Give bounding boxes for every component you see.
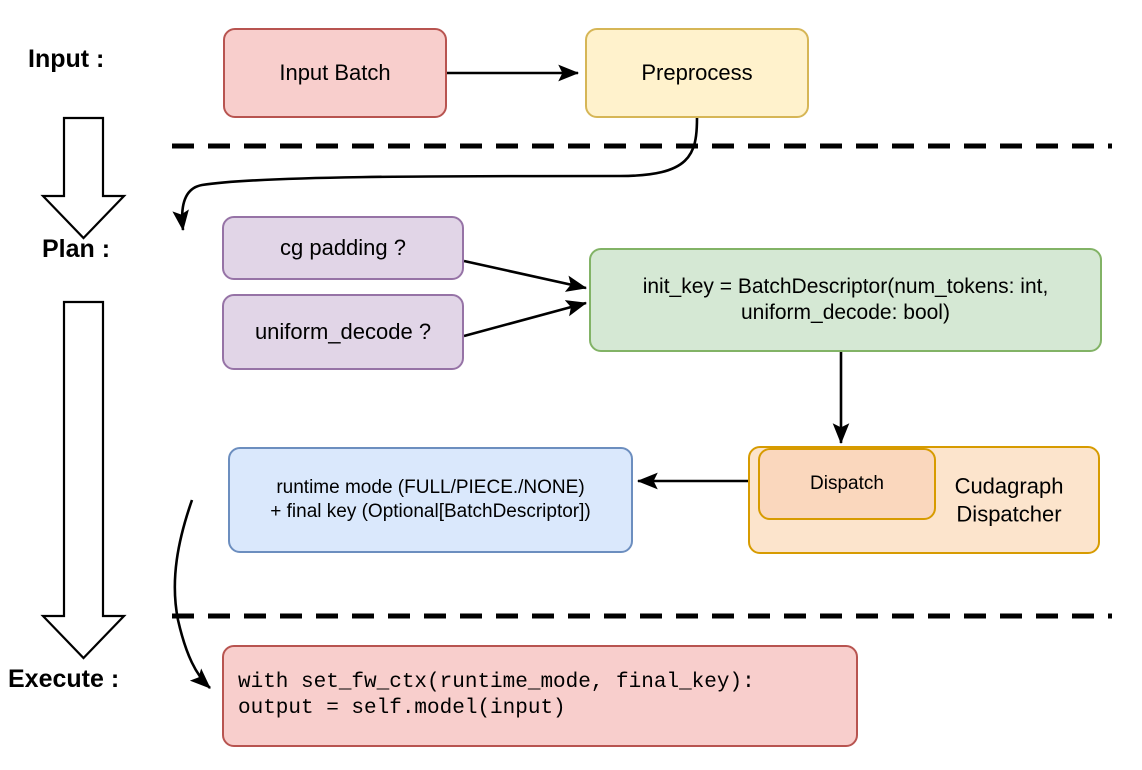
edge-cg-padding-to-init-key [463,259,588,292]
plan-to-execute-arrow [40,300,127,660]
node-input-batch[interactable]: Input Batch [223,28,447,118]
node-code-block[interactable]: with set_fw_ctx(runtime_mode, final_key)… [222,645,858,747]
node-uniform-decode[interactable]: uniform_decode ? [222,294,464,370]
node-runtime-mode[interactable]: runtime mode (FULL/PIECE./NONE) + final … [228,447,633,553]
edge-runtime-mode-to-code-block [173,499,211,689]
node-preprocess[interactable]: Preprocess [585,28,809,118]
input-to-plan-arrow [40,116,127,240]
stage-label-plan: Plan : [42,235,111,263]
node-cg-padding[interactable]: cg padding ? [222,216,464,280]
node-init-key[interactable]: init_key = BatchDescriptor(num_tokens: i… [589,248,1102,352]
stage-label-input: Input : [28,45,105,73]
stage-label-execute: Execute : [8,665,120,693]
node-dispatch[interactable]: Dispatch [758,448,936,520]
node-cudagraph-dispatcher-label: Cudagraph Dispatcher [954,473,1064,527]
edge-uniform-decode-to-init-key [463,300,588,338]
edge-preprocess-to-cg-padding [172,117,699,232]
